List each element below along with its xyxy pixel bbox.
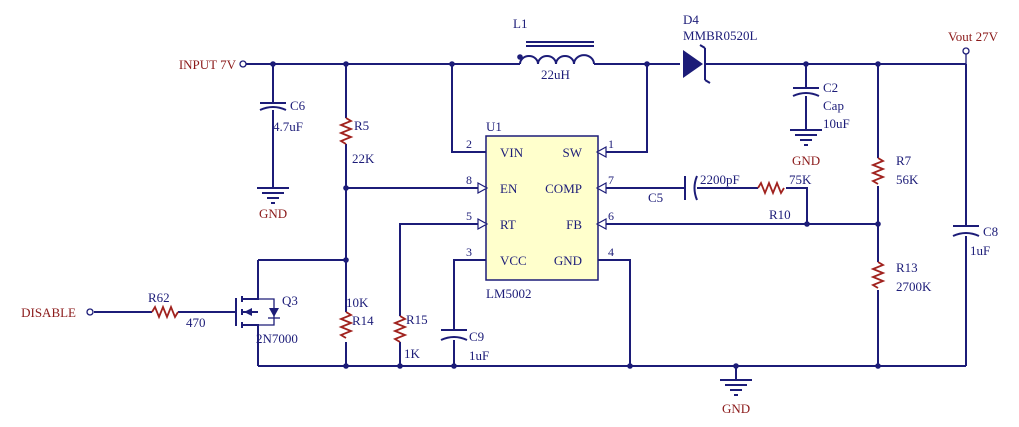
pin-num-8: 8 bbox=[466, 173, 472, 187]
resistor-r62: R62 470 bbox=[148, 290, 206, 330]
r13-value: 2700K bbox=[896, 279, 932, 294]
resistor-r14: 10K R14 bbox=[338, 295, 374, 339]
pin-num-4: 4 bbox=[608, 245, 614, 259]
ic-u1: U1 LM5002 VIN EN RT VCC 2 8 5 3 SW COMP … bbox=[466, 119, 614, 301]
gnd-label-c2: GND bbox=[792, 153, 820, 168]
pin-arrow-sw bbox=[595, 145, 607, 159]
r14-ref: R14 bbox=[352, 313, 374, 328]
pin-num-1: 1 bbox=[608, 137, 614, 151]
pin-name-rt: RT bbox=[500, 217, 516, 232]
r10-ref: R10 bbox=[769, 207, 791, 222]
q3-value: 2N7000 bbox=[256, 331, 298, 346]
pin-name-en: EN bbox=[500, 181, 518, 196]
q3-ref: Q3 bbox=[282, 293, 298, 308]
pin-arrow-en bbox=[477, 181, 489, 195]
ic-ref: U1 bbox=[486, 119, 502, 134]
pin-name-gnd: GND bbox=[554, 253, 582, 268]
r5-ref: R5 bbox=[354, 118, 369, 133]
c6-value: 4.7uF bbox=[273, 119, 303, 134]
resistor-r10: 75K R10 bbox=[757, 172, 812, 222]
r15-value: 1K bbox=[404, 346, 421, 361]
net-label-vout: Vout 27V bbox=[948, 29, 999, 44]
capacitor-c2: C2 Cap 10uF bbox=[792, 80, 850, 131]
wires bbox=[94, 63, 967, 380]
pin-arrow-comp bbox=[595, 181, 607, 195]
l1-value: 22uH bbox=[541, 67, 570, 82]
resistor-r7: R7 56K bbox=[870, 153, 919, 187]
net-label-disable: DISABLE bbox=[21, 305, 76, 320]
l1-ref: L1 bbox=[513, 16, 527, 31]
r62-value: 470 bbox=[186, 315, 206, 330]
pin-name-comp: COMP bbox=[545, 181, 582, 196]
r7-ref: R7 bbox=[896, 153, 912, 168]
c2-ref: C2 bbox=[823, 80, 838, 95]
capacitor-c6: C6 4.7uF bbox=[259, 98, 306, 134]
c8-ref: C8 bbox=[983, 224, 998, 239]
c9-value: 1uF bbox=[469, 348, 489, 363]
pin-num-6: 6 bbox=[608, 209, 614, 223]
port-input: INPUT 7V bbox=[179, 57, 247, 72]
r15-ref: R15 bbox=[406, 312, 428, 327]
c2-value2: 10uF bbox=[823, 116, 850, 131]
r5-value: 22K bbox=[352, 151, 375, 166]
d4-ref: D4 bbox=[683, 12, 699, 27]
pin-num-2: 2 bbox=[466, 137, 472, 151]
port-disable: DISABLE bbox=[21, 305, 94, 320]
c5-value: 2200pF bbox=[700, 172, 740, 187]
gnd-label-main: GND bbox=[722, 401, 750, 416]
ic-part: LM5002 bbox=[486, 286, 532, 301]
r14-value: 10K bbox=[346, 295, 369, 310]
resistor-r13: R13 2700K bbox=[870, 260, 932, 294]
port-vout: Vout 27V bbox=[948, 29, 999, 64]
r10-value: 75K bbox=[789, 172, 812, 187]
pin-num-3: 3 bbox=[466, 245, 472, 259]
gnd-symbol-main: GND bbox=[720, 379, 752, 416]
pin-name-sw: SW bbox=[563, 145, 583, 160]
net-label-input: INPUT 7V bbox=[179, 57, 237, 72]
c9-ref: C9 bbox=[469, 329, 484, 344]
capacitor-c8: C8 1uF bbox=[952, 224, 998, 258]
gnd-symbol-c6: GND bbox=[257, 187, 289, 221]
r7-value: 56K bbox=[896, 172, 919, 187]
pin-name-vin: VIN bbox=[500, 145, 524, 160]
pin-name-fb: FB bbox=[566, 217, 582, 232]
pin-num-5: 5 bbox=[466, 209, 472, 223]
resistor-r5: R5 22K bbox=[338, 117, 375, 166]
gnd-symbol-c2: GND bbox=[790, 129, 822, 168]
capacitor-c9: C9 1uF bbox=[440, 329, 489, 363]
r62-ref: R62 bbox=[148, 290, 170, 305]
junctions bbox=[270, 54, 881, 369]
capacitor-c5: C5 2200pF bbox=[648, 172, 740, 205]
pin-name-vcc: VCC bbox=[500, 253, 527, 268]
c2-value: Cap bbox=[823, 98, 844, 113]
c5-ref: C5 bbox=[648, 190, 663, 205]
mosfet-q3: Q3 2N7000 bbox=[235, 293, 298, 346]
r13-ref: R13 bbox=[896, 260, 918, 275]
gnd-label-c6: GND bbox=[259, 206, 287, 221]
pin-arrow-rt bbox=[477, 217, 489, 231]
inductor-l1: L1 22uH bbox=[513, 16, 595, 82]
d4-value: MMBR0520L bbox=[683, 28, 757, 43]
c8-value: 1uF bbox=[970, 243, 990, 258]
pin-num-7: 7 bbox=[608, 173, 614, 187]
resistor-r15: R15 1K bbox=[392, 312, 428, 361]
pin-arrow-fb bbox=[595, 217, 607, 231]
diode-d4: D4 MMBR0520L bbox=[683, 12, 757, 84]
c6-ref: C6 bbox=[290, 98, 306, 113]
